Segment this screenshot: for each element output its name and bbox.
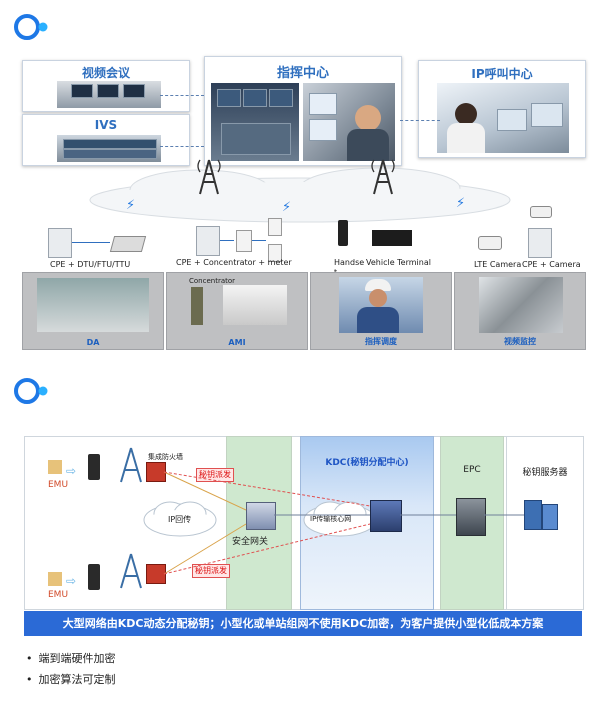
meter-icon [268,218,282,236]
epc-device-icon [456,498,486,536]
arrow-right-icon: ⇨ [66,464,77,478]
da-photo [37,278,149,332]
meter-icon [268,244,282,262]
bullet-item: 加密算法可定制 [26,671,116,687]
diagram-wireless-applications: 视频会议 IVS 指挥中心 IP呼叫中心 [0,50,605,355]
video-conference-photo [57,81,161,108]
diagram2-links [163,471,524,575]
ip-call-center-card: IP呼叫中心 [418,60,586,158]
da-panel: DA [22,272,164,350]
security-gateway-label: 安全网关 [232,537,269,547]
wireless-link-icon: ⚡ [282,200,292,215]
connector-video-command [160,95,204,96]
video-conference-title: 视频会议 [81,66,130,80]
cpe-camera-label: CPE + Camera [522,260,581,269]
cpe-device-icon [48,228,72,258]
dispatch-photo [339,277,423,333]
ami-panel: Concentrator AMI [166,272,308,350]
dtu-terminal-icon [109,236,147,252]
security-gateway-icon [246,502,276,530]
ip-call-center-photo [437,83,569,153]
base-station-tower-icon [371,159,395,195]
cpe-device-icon [196,226,220,256]
radio-handset-icon [88,564,100,590]
base-station-tower-icon [120,553,142,589]
wireless-link-icon: ⚡ [126,198,136,213]
ip-core-label: IP传输核心网 [310,515,352,523]
emu-icon [48,460,62,474]
lte-camera-icon [478,236,502,250]
ami-caption: AMI [228,338,246,347]
arrow-right-icon: ⇨ [66,574,77,588]
concentrator-icon [236,230,252,252]
emu-bottom-label: EMU [48,590,69,600]
video-monitor-photo [479,277,563,333]
lte-camera-label: LTE Camera [474,260,522,269]
brand-circles-icon [14,378,48,404]
device-link [72,242,110,243]
vehicle-terminal-label: Vehicle Terminal [366,258,431,267]
ivs-card: IVS [22,114,190,166]
vehicle-terminal-icon [372,230,412,246]
camera-icon [530,206,552,218]
key-server-icon [542,504,558,530]
key-server-label: 秘钥服务器 [522,468,568,478]
emu-icon [48,572,62,586]
firewall-label: 集成防火墙 [148,453,183,461]
command-center-photo-right [303,83,395,161]
dispatch-caption: 指挥调度 [365,337,397,346]
cpe-dtu-label: CPE + DTU/FTU/TTU [50,260,131,269]
emu-top-label: EMU [48,480,69,490]
ivs-photo [57,135,161,162]
connector-ivs-command [160,146,204,147]
key-dispatch-bottom-label: 秘钥派发 [192,564,230,578]
kdc-device-icon [370,500,402,532]
ip-backhaul-label: IP回传 [168,515,192,524]
brand-circles-icon [14,14,48,40]
dispatch-panel: 指挥调度 [310,272,452,350]
diagram-kdc-encryption: KDC(秘钥分配中心) EPC 秘钥服务器 ⇨ EMU ⇨ EMU 集成防火墙 … [0,430,605,610]
wireless-link-icon: ⚡ [456,196,466,211]
device-link [220,240,234,241]
connector-command-callcenter [400,120,440,121]
ip-core-cloud [303,501,377,537]
video-monitor-panel: 视频监控 [454,272,586,350]
ip-backhaul-cloud [143,501,217,537]
base-station-tower-icon [197,159,221,195]
video-monitor-caption: 视频监控 [504,337,536,346]
bullet-item: 端到端硬件加密 [26,650,116,666]
key-server-icon [524,500,542,530]
meters-photo [223,285,287,325]
epc-label: EPC [463,465,481,475]
command-center-title: 指挥中心 [276,66,329,81]
summary-banner: 大型网络由KDC动态分配秘钥；小型化或单站组网不使用KDC加密，为客户提供小型化… [24,611,582,636]
base-station-tower-icon [120,447,142,483]
cpe-device-icon [528,228,552,258]
kdc-label: KDC(秘钥分配中心) [325,458,409,468]
network-cloud [89,167,511,223]
concentrator-unit-icon [191,287,203,325]
cpe-concentrator-label: CPE + Concentrator + meter [176,258,292,267]
command-center-photo-left [211,83,299,161]
handset-icon [338,220,348,246]
section-logo-2 [14,378,54,412]
ip-call-center-title: IP呼叫中心 [471,67,533,81]
command-center-card: 指挥中心 [204,56,402,166]
da-caption: DA [86,338,100,347]
section-logo-1 [14,14,54,48]
ami-concentrator-label: Concentrator [189,277,236,285]
video-conference-card: 视频会议 [22,60,190,112]
ivs-title: IVS [94,118,118,132]
radio-handset-icon [88,454,100,480]
device-link [252,240,266,241]
